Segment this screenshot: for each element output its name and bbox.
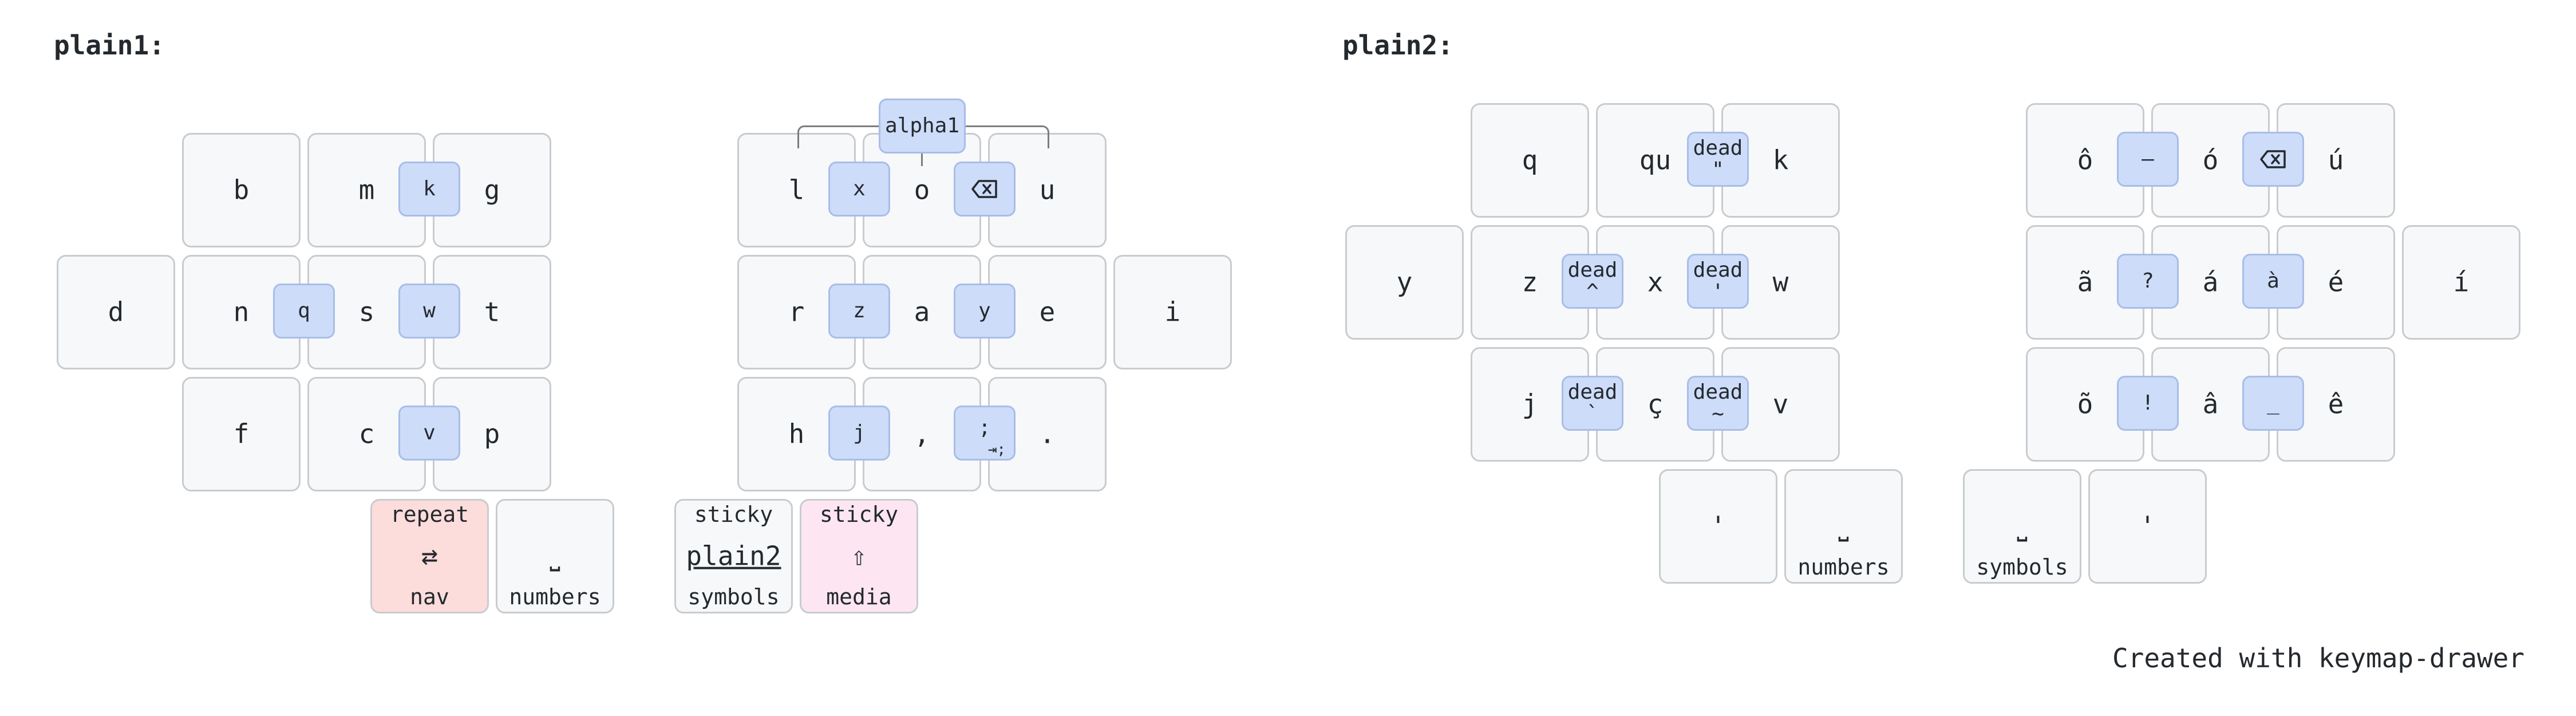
- key-sticky-shift-media: sticky ⇧ media: [800, 499, 918, 613]
- combo-dead-tilde-bottom: ~: [1712, 402, 1724, 426]
- combo-dead-grave-top: dead: [1567, 380, 1618, 404]
- combo-dead-grave-bottom: `: [1586, 402, 1599, 426]
- space-icon: ⎵: [550, 540, 560, 572]
- layer-title-plain2: plain2:: [1342, 30, 1453, 61]
- key-y: y: [1345, 225, 1464, 340]
- combo-z: z: [828, 284, 890, 339]
- footer-credit: Created with keymap-drawer: [2112, 643, 2524, 674]
- key-i-acute: í: [2402, 225, 2520, 340]
- backspace-icon: [971, 180, 997, 198]
- key-e: e: [988, 255, 1107, 369]
- combo-semicolon-sub: ⇥;: [987, 440, 1006, 458]
- combo-dead-single-quote-bottom: ': [1712, 280, 1724, 304]
- combo-backspace: [954, 162, 1016, 217]
- key-repeat-nav: repeat ⇄ nav: [370, 499, 489, 613]
- key-q: q: [1471, 103, 1589, 218]
- combo-underscore: _: [2242, 376, 2304, 431]
- combo-dead-caret-top: dead: [1567, 258, 1618, 282]
- combo-k: k: [398, 162, 460, 217]
- combo-w: w: [398, 284, 460, 339]
- combo-v: v: [398, 406, 460, 461]
- space-icon: ⎵: [1838, 510, 1849, 542]
- combo-alpha1-stem: [921, 154, 923, 166]
- key-i: i: [1113, 255, 1232, 369]
- key-apostrophe-left: ': [1659, 469, 1777, 584]
- key-qu: qu: [1596, 103, 1714, 218]
- space-icon: ⎵: [2017, 510, 2028, 542]
- key-space-numbers: ⎵ numbers: [496, 499, 614, 613]
- key-space-symbols: ⎵ symbols: [1963, 469, 2081, 584]
- combo-q: q: [273, 284, 335, 339]
- combo-dead-caret: dead ^: [1562, 254, 1623, 309]
- layer-title-plain1: plain1:: [54, 30, 165, 61]
- combo-exclamation: !: [2117, 376, 2179, 431]
- combo-x: x: [828, 162, 890, 217]
- key-apostrophe-right: ': [2088, 469, 2207, 584]
- combo-dash: –: [2117, 132, 2179, 187]
- repeat-icon: ⇄: [421, 540, 438, 572]
- key-f: f: [182, 377, 301, 491]
- combo-y: y: [954, 284, 1016, 339]
- combo-dead-caret-bottom: ^: [1586, 280, 1599, 304]
- backspace-icon: [2260, 150, 2286, 168]
- combo-dead-double-quote: dead ": [1687, 132, 1749, 187]
- key-d: d: [57, 255, 175, 369]
- combo-semicolon: ; ⇥;: [954, 406, 1016, 461]
- combo-alpha1: alpha1: [879, 99, 966, 154]
- combo-dead-double-quote-bottom: ": [1712, 158, 1724, 182]
- key-b: b: [182, 133, 301, 247]
- combo-dead-single-quote-top: dead: [1693, 258, 1743, 282]
- combo-dead-tilde: dead ~: [1687, 376, 1749, 431]
- key-k: k: [1721, 103, 1840, 218]
- combo-backspace-plain2: [2242, 132, 2304, 187]
- combo-semicolon-label: ;: [978, 416, 991, 440]
- combo-a-grave: à: [2242, 254, 2304, 309]
- combo-j: j: [828, 406, 890, 461]
- combo-dead-grave: dead `: [1562, 376, 1623, 431]
- combo-dead-tilde-top: dead: [1693, 380, 1743, 404]
- combo-dead-single-quote: dead ': [1687, 254, 1749, 309]
- shift-icon: ⇧: [851, 540, 867, 572]
- combo-dead-double-quote-top: dead: [1693, 136, 1743, 160]
- combo-question: ?: [2117, 254, 2179, 309]
- key-sticky-plain2: sticky plain2 symbols: [674, 499, 793, 613]
- key-space-numbers-plain2: ⎵ numbers: [1784, 469, 1903, 584]
